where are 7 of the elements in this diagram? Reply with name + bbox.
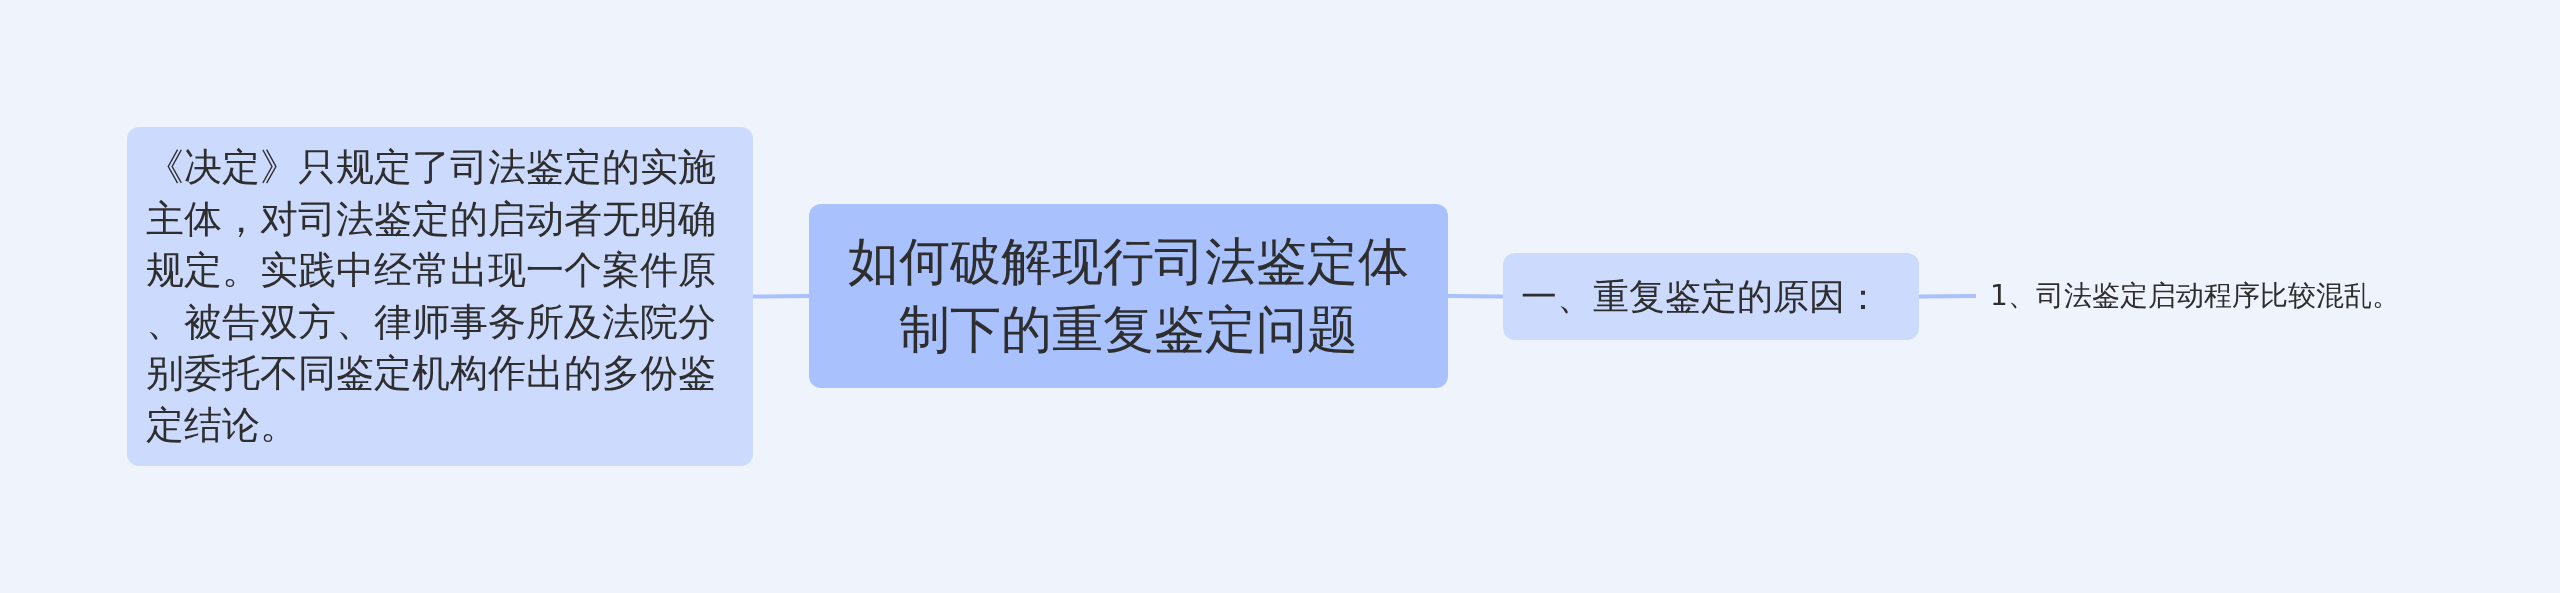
topic-box: 《决定》只规定了司法鉴定的实施主体，对司法鉴定的启动者无明确规定。实践中经常出现一个案件原、被告双方、律师事务所及法院分别委托不同鉴定机构作出的多份鉴定结论。 [127, 127, 753, 466]
central-topic-box: 如何破解现行司法鉴定体制下的重复鉴定问题 [809, 204, 1448, 388]
branch-text: 1、司法鉴定启动程序比较混乱。 [1976, 276, 2414, 316]
connector-line [752, 294, 810, 299]
topic-box: 一、重复鉴定的原因： [1503, 253, 1919, 340]
connector-line [1919, 294, 1976, 299]
connector-line [1447, 294, 1504, 299]
